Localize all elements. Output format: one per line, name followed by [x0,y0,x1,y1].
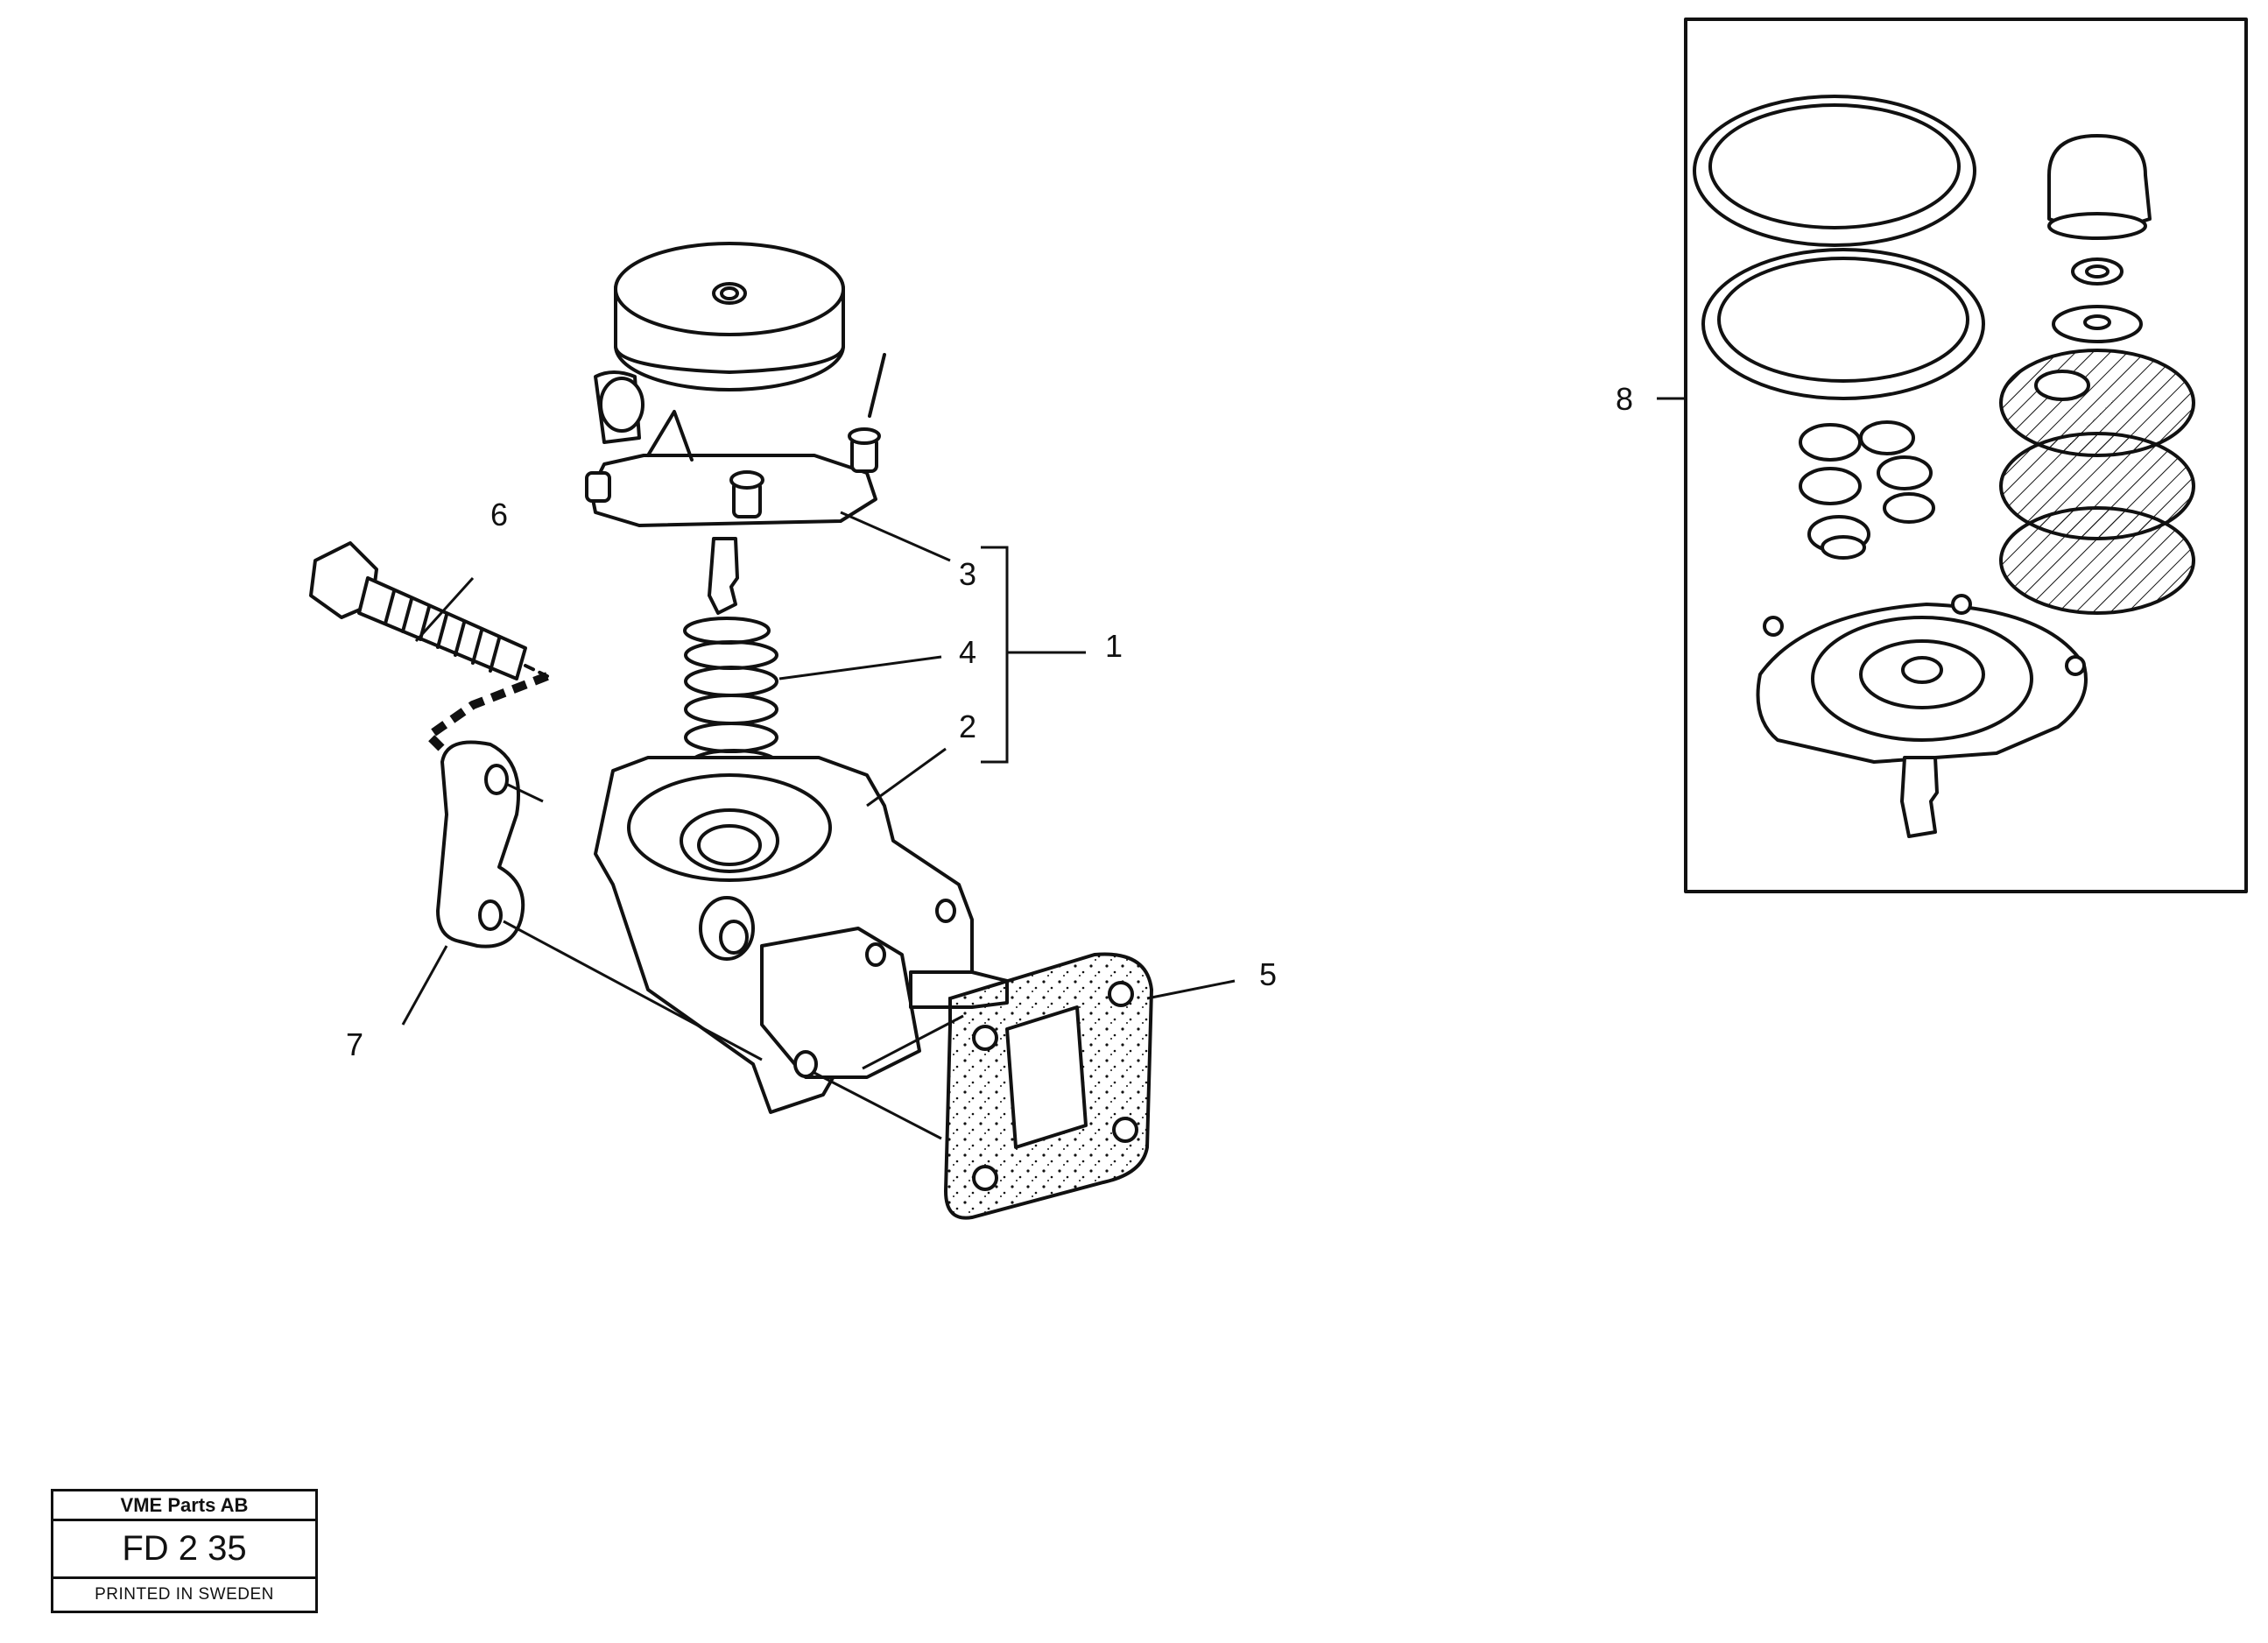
repair-kit-inset-part-8 [1657,18,2248,893]
title-block: VME Parts AB FD 2 35 PRINTED IN SWEDEN [51,1489,318,1613]
pump-body-part-2 [594,756,1009,1114]
callout-2: 2 [959,709,976,744]
spring-part-4 [683,617,779,779]
drawing-code: FD 2 35 [53,1521,315,1579]
callout-6: 6 [490,497,508,532]
company-name: VME Parts AB [53,1491,315,1521]
pump-cover-part-3 [585,242,886,615]
bolt-part-6 [309,541,549,752]
callout-8: 8 [1616,381,1633,417]
callout-4: 4 [959,634,976,670]
callout-1: 1 [1105,628,1123,664]
flange-gasket-part-7 [436,740,964,1140]
printed-in-note: PRINTED IN SWEDEN [95,1585,274,1604]
callout-7: 7 [346,1026,363,1062]
leader-lines [401,511,1236,1026]
gasket-part-5 [943,952,1154,1220]
callout-5: 5 [1259,956,1277,992]
callout-3: 3 [959,556,976,592]
